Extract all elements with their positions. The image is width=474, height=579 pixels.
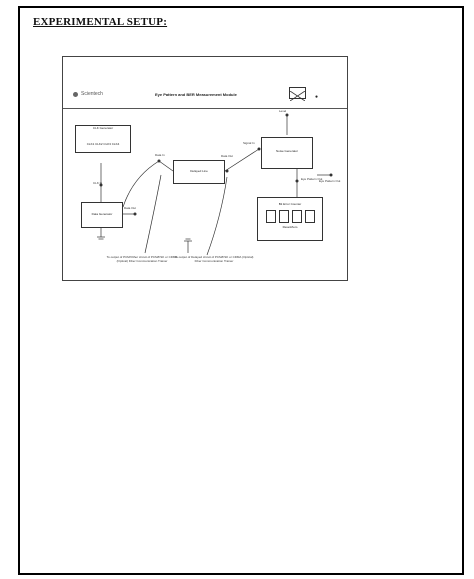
delay-line-block: Delayed Line (173, 160, 225, 184)
clock-pins-label: CLK1 CLK2 CLK3 CLK4 (86, 142, 120, 146)
eye-pattern-out-right-label: Eye Pattern Out (319, 179, 341, 183)
data-out-mid-label: Data Out (221, 154, 234, 158)
counter-digit (265, 210, 276, 223)
clock-generator-label: CLK Generator (92, 126, 114, 130)
delay-line-label: Delayed Line (190, 169, 208, 173)
left-connection-note: To output of PCM/Other circuit of PCM/FS… (106, 255, 178, 263)
signal-in-label: Signal In (243, 141, 255, 145)
data-out-label: Data Out (124, 206, 137, 210)
bit-error-counter-label: Bit Error Counter (278, 202, 302, 206)
noise-generator-block: Noise Generator (261, 137, 313, 169)
brand-logo: Scientech (73, 91, 103, 97)
level-label: Level (279, 109, 287, 113)
brand-name: Scientech (81, 91, 103, 97)
ber-reset-label: Reset/Zero (282, 225, 298, 229)
module-cross-icon (289, 87, 306, 102)
data-in-label: Data In (155, 153, 165, 157)
clk-in-label: CLK In (93, 181, 103, 185)
right-connection-note: To output of Delayed circuit of PCM/FSK … (174, 255, 254, 263)
setup-figure: Scientech Eye Pattern and BER Measuremen… (62, 56, 348, 281)
eye-pattern-out-label: Eye Pattern Out (301, 177, 323, 181)
bit-error-counter-block: Bit Error Counter Reset/Zero (257, 197, 323, 241)
module-mark: ● (315, 94, 319, 100)
header-rule (63, 108, 347, 109)
clock-generator-block: CLK Generator CLK1 CLK2 CLK3 CLK4 (75, 125, 131, 153)
brand-icon (73, 91, 78, 97)
page-border (18, 6, 464, 575)
counter-digit (291, 210, 302, 223)
counter-digit (304, 210, 315, 223)
counter-display (258, 210, 322, 223)
counter-digit (278, 210, 289, 223)
noise-generator-label: Noise Generator (275, 149, 298, 153)
data-generator-label: Data Generator (91, 212, 113, 216)
data-generator-block: Data Generator (81, 202, 123, 228)
section-heading: EXPERIMENTAL SETUP: (33, 16, 168, 28)
module-title: Eye Pattern and BER Measurement Module (155, 92, 237, 97)
